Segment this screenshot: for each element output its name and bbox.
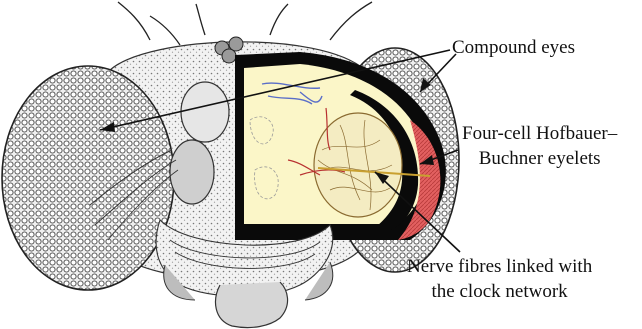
label-compound-eyes: Compound eyes bbox=[452, 37, 575, 59]
label-eyelets-line1: Four-cell Hofbauer– bbox=[462, 121, 617, 146]
label-nerve-line1: Nerve fibres linked with bbox=[407, 254, 592, 279]
head-bristles bbox=[118, 2, 372, 45]
label-compound-eyes-text: Compound eyes bbox=[452, 37, 575, 58]
label-eyelets-line2: Buchner eyelets bbox=[462, 146, 617, 171]
label-eyelets: Four-cell Hofbauer– Buchner eyelets bbox=[462, 121, 617, 171]
label-nerve-fibres: Nerve fibres linked with the clock netwo… bbox=[407, 254, 592, 304]
label-nerve-line2: the clock network bbox=[407, 279, 592, 304]
left-compound-eye bbox=[2, 66, 174, 290]
